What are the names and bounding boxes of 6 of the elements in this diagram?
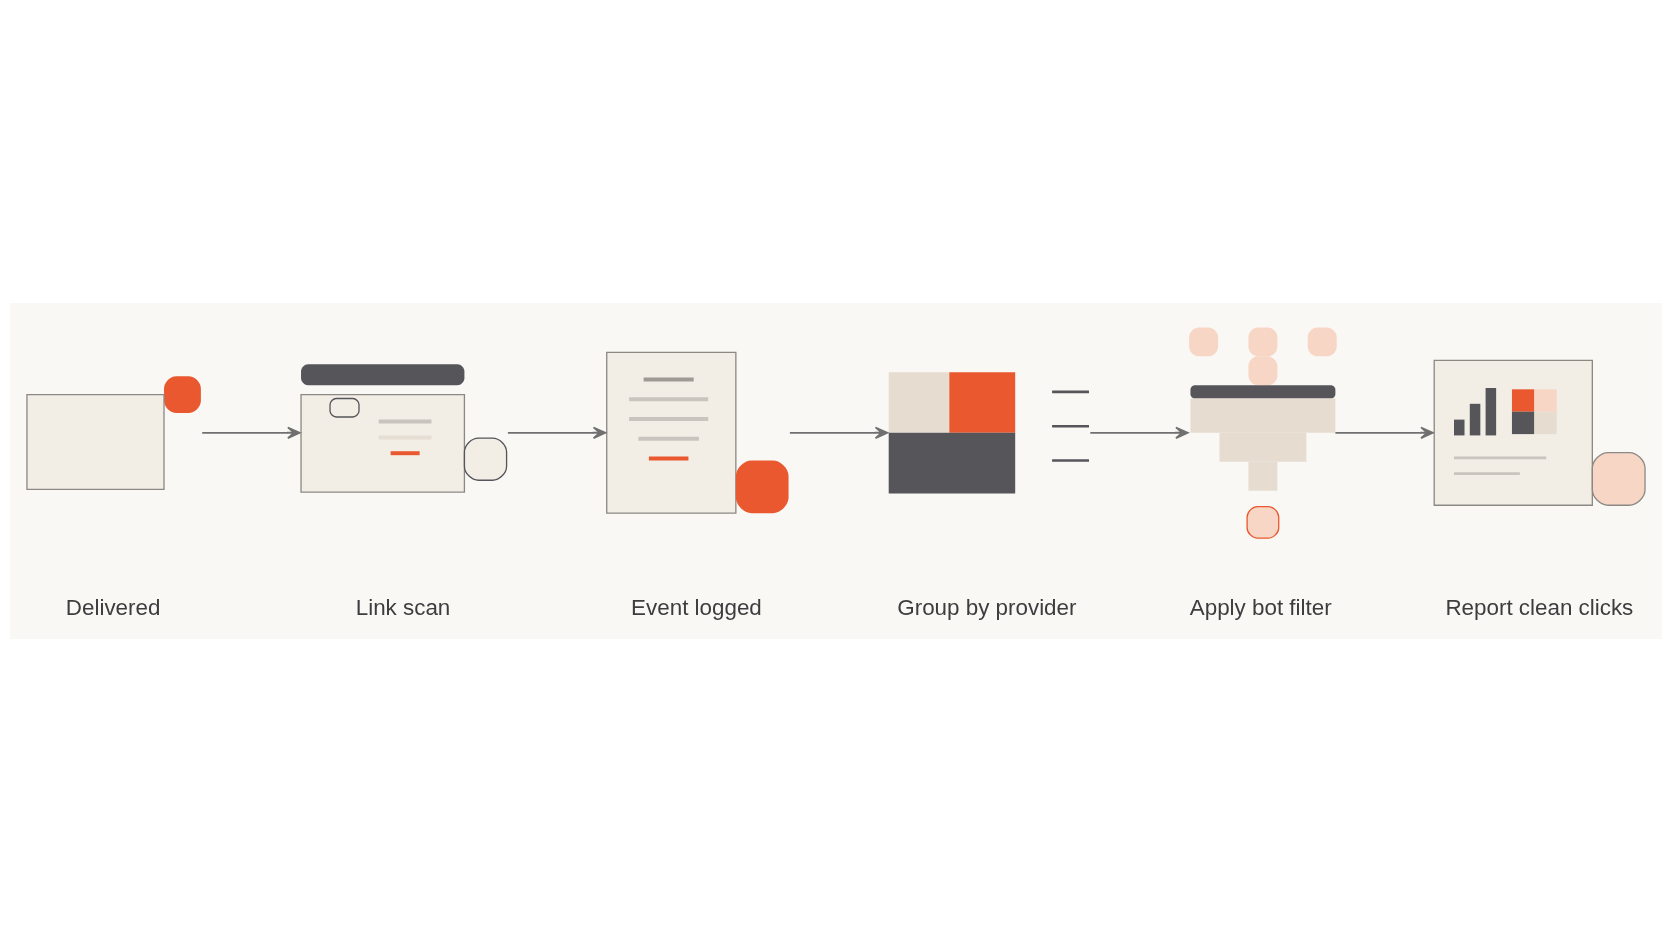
node-label: Apply bot filter xyxy=(1189,594,1332,620)
node-label: Link scan xyxy=(355,594,451,620)
node-label: Report clean clicks xyxy=(1445,594,1634,620)
node-label: Group by provider xyxy=(897,594,1077,620)
node-label: Event logged xyxy=(631,594,762,620)
node-label: Delivered xyxy=(65,594,161,620)
